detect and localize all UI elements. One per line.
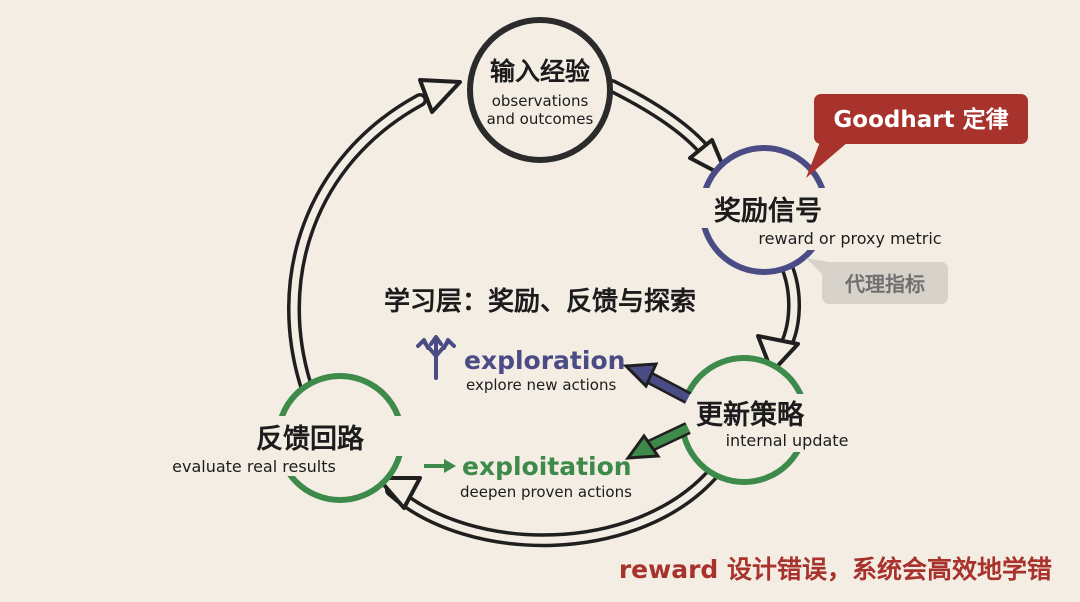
exploration-group: exploration explore new actions [416,335,692,404]
proxy-label: 代理指标 [844,272,925,296]
node-input-sub-2: and outcomes [487,110,594,128]
exploration-sub: explore new actions [466,376,616,394]
node-update-sub: internal update [726,431,849,450]
cycle-arrows [287,78,802,548]
arrow-update-to-feedback [376,463,723,548]
node-update-title-bg [664,394,834,434]
proxy-callout: 代理指标 [806,258,948,304]
node-reward-sub-bg [748,226,948,250]
proxy-bubble [822,262,948,304]
right-arrow-icon [424,459,456,473]
node-reward-sub: reward or proxy metric [758,229,941,248]
exploration-label: exploration [464,346,625,375]
node-feedback-sub-bg [160,452,350,476]
bottom-note: reward 设计错误，系统会高效地学错 [619,555,1052,584]
center-title: 学习层：奖励、反馈与探索 [384,286,696,317]
exploitation-label: exploitation [462,452,632,481]
goodhart-pointer [806,142,848,178]
exploitation-sub: deepen proven actions [460,483,632,501]
goodhart-bubble [814,94,1028,144]
node-input-ring [467,17,613,163]
node-feedback-title: 反馈回路 [256,423,365,455]
node-update: 更新策略 internal update [664,355,860,485]
node-input-title: 输入经验 [490,57,590,86]
split-arrows-icon [416,335,456,380]
exploitation-group: exploitation deepen proven actions [424,422,691,501]
node-feedback: 反馈回路 evaluate real results [160,373,410,503]
arrow-to-exploration [622,362,692,404]
node-reward-title-bg [690,188,850,228]
node-input-sub-1: observations [492,92,589,110]
node-reward-title: 奖励信号 [714,195,822,227]
node-update-title: 更新策略 [696,399,805,431]
goodhart-callout: Goodhart 定律 [806,94,1028,178]
goodhart-label: Goodhart 定律 [833,106,1008,133]
node-update-sub-bg [714,428,860,452]
node-reward: 奖励信号 reward or proxy metric [690,145,948,275]
node-feedback-title-bg [240,416,410,456]
arrow-to-exploitation [624,422,691,460]
node-input: 输入经验 observations and outcomes [467,17,613,163]
node-feedback-sub: evaluate real results [172,457,336,476]
arrow-feedback-to-input [287,78,462,399]
